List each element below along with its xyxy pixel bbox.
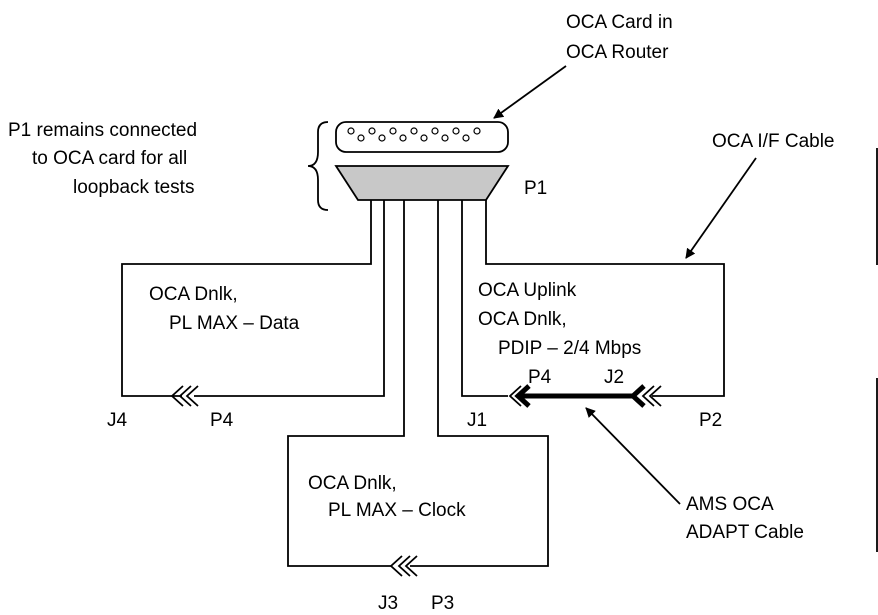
j4-label: J4 (107, 410, 128, 431)
box-right-line1: OCA Uplink (478, 280, 577, 301)
p4-left-label: P4 (210, 410, 234, 431)
p4-adapt-label: P4 (528, 367, 552, 388)
adapt-cable-label-line2: ADAPT Cable (686, 522, 804, 543)
p2-plug-b (648, 385, 662, 407)
j1-jack (508, 385, 522, 407)
p1-note-line3: loopback tests (73, 177, 194, 198)
box-bottom-line1: OCA Dnlk, (308, 473, 397, 494)
oca-card-label-line2: OCA Router (566, 42, 669, 63)
p3-label: P3 (431, 593, 454, 614)
box-right-line2: OCA Dnlk, (478, 309, 567, 330)
left-loop-out (194, 200, 385, 397)
p1-label: P1 (524, 178, 547, 199)
right-loop-p2-wire (485, 200, 725, 397)
j2-label: J2 (604, 367, 624, 388)
adapt-cable-arrow (585, 407, 681, 505)
box-left-line1: OCA Dnlk, (149, 284, 238, 305)
bottom-loop-out (287, 200, 405, 567)
left-loop-return (121, 200, 372, 397)
p3-plug-a (397, 555, 411, 577)
if-cable-arrow (685, 157, 757, 259)
j1-label: J1 (467, 410, 487, 431)
if-cable-label: OCA I/F Cable (712, 131, 835, 152)
oca-card-pins (347, 127, 481, 142)
p1-connector (334, 165, 510, 201)
adapt-p4-plug (514, 384, 531, 408)
j3-label: J3 (378, 593, 398, 614)
box-right-line3: PDIP – 2/4 Mbps (498, 338, 641, 359)
p2-plug-a (641, 385, 655, 407)
p1-note-line1: P1 remains connected (8, 120, 197, 141)
oca-card-label-line1: OCA Card in (566, 12, 673, 33)
bottom-loop-return (410, 200, 549, 567)
p1-note-line2: to OCA card for all (32, 148, 187, 169)
box-left-line2: PL MAX – Data (169, 313, 300, 334)
j3-jack (389, 555, 403, 577)
j4-jack (170, 385, 184, 407)
p4-plug-a (178, 385, 192, 407)
box-bottom-line2: PL MAX – Clock (328, 500, 466, 521)
p4-plug-b (185, 385, 199, 407)
adapt-cable-label-line1: AMS OCA (686, 494, 774, 515)
p3-plug-b (404, 555, 418, 577)
p2-label: P2 (699, 410, 722, 431)
curly-brace (307, 121, 329, 211)
right-loop-j1-wire (461, 200, 508, 397)
oca-card-arrow (493, 65, 567, 119)
adapt-j2-jack (629, 384, 646, 408)
